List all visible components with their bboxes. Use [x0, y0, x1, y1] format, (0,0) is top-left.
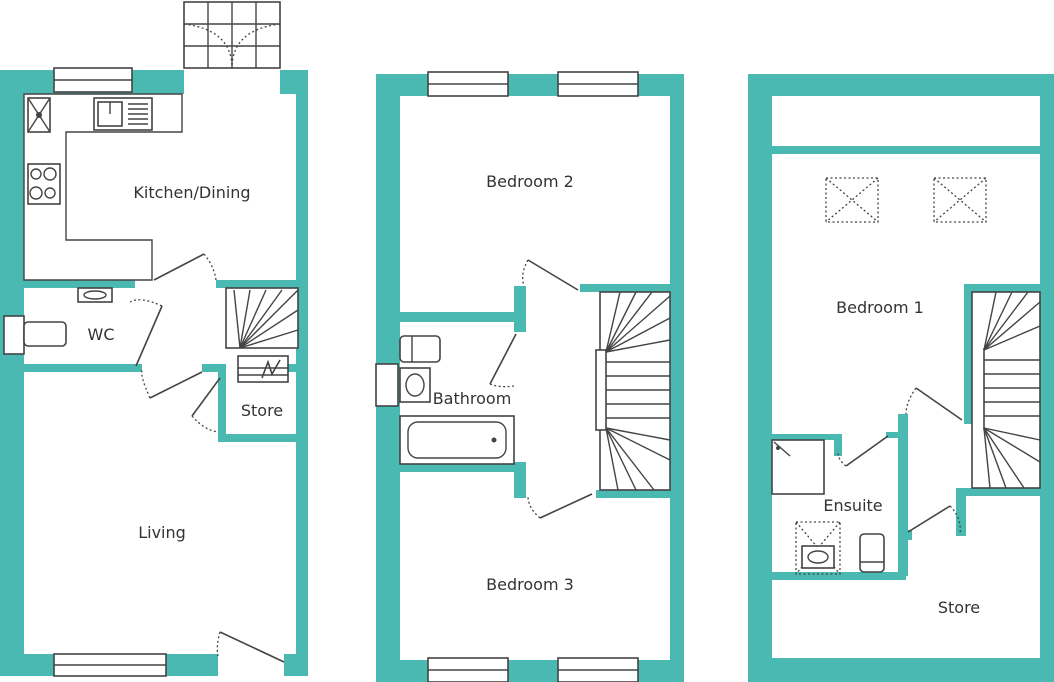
basin-icon	[77, 287, 113, 303]
first-floor: Bedroom 2 Bathroom Bedroom 3	[375, 71, 684, 682]
door-icon	[489, 333, 517, 388]
shower-tray-icon	[771, 439, 825, 495]
room-label-bedroom-1: Bedroom 1	[836, 298, 924, 317]
french-door-icon	[183, 1, 281, 69]
room-label-store: Store	[241, 401, 283, 420]
room-label-kitchen: Kitchen/Dining	[133, 183, 250, 202]
door-icon	[216, 631, 285, 663]
door-icon	[907, 505, 961, 535]
staircase-icon	[225, 287, 299, 383]
basin-icon	[375, 363, 431, 407]
room-label-store: Store	[938, 598, 980, 617]
second-floor-walls	[748, 74, 1054, 682]
door-icon	[129, 299, 163, 367]
ground-floor: Kitchen/Dining WC Store Living	[0, 1, 308, 677]
room-label-ensuite: Ensuite	[823, 496, 882, 515]
room-label-wc: WC	[88, 325, 115, 344]
toilet-icon	[859, 533, 885, 573]
door-icon	[191, 377, 221, 433]
second-floor: Bedroom 1 Ensuite Store	[748, 74, 1054, 682]
room-label-bedroom-2: Bedroom 2	[486, 172, 574, 191]
door-icon	[527, 493, 593, 519]
door-icon	[153, 253, 217, 281]
door-icon	[837, 435, 889, 467]
hob-icon	[27, 163, 61, 205]
door-icon	[905, 387, 963, 421]
toilet-icon	[3, 315, 67, 355]
door-icon	[141, 369, 203, 399]
room-label-living: Living	[138, 523, 186, 542]
staircase-icon	[595, 291, 671, 491]
basin-icon	[795, 521, 841, 575]
skylight-icon	[825, 177, 879, 223]
washing-machine-icon	[27, 97, 51, 133]
bath-icon	[399, 415, 515, 465]
skylight-icon	[933, 177, 987, 223]
door-icon	[522, 259, 579, 291]
room-label-bedroom-3: Bedroom 3	[486, 575, 574, 594]
sink-icon	[93, 97, 153, 131]
room-label-bathroom: Bathroom	[433, 389, 512, 408]
toilet-icon	[399, 335, 441, 363]
staircase-icon	[971, 291, 1041, 489]
